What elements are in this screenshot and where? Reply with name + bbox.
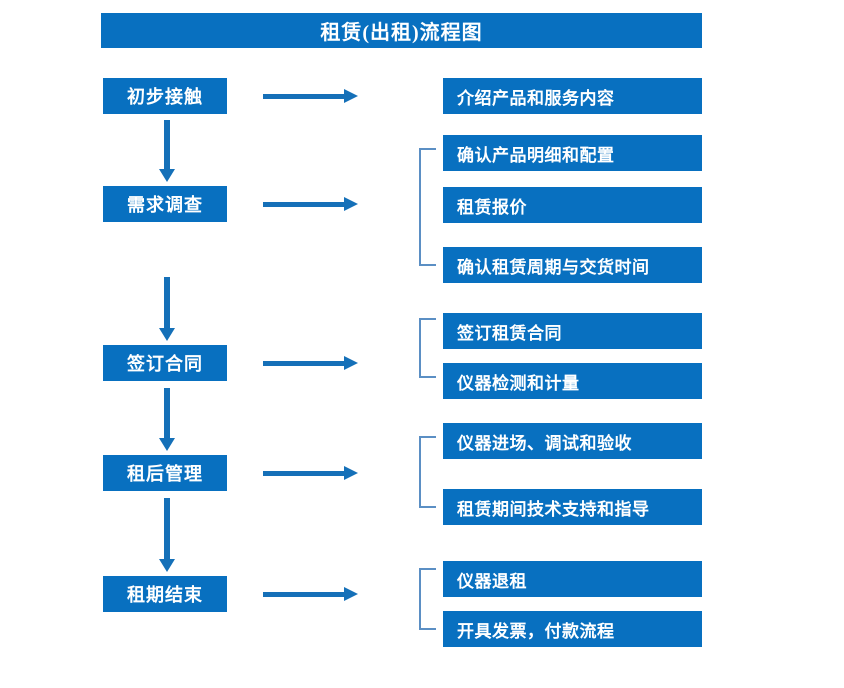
down-arrow-4-head: [159, 559, 175, 572]
right-arrow-3-shaft: [263, 361, 345, 366]
down-arrow-4-shaft: [164, 498, 170, 559]
right-arrow-4-head: [344, 466, 358, 480]
detail-box-10[interactable]: 开具发票，付款流程: [443, 611, 702, 647]
stage-box-5[interactable]: 租期结束: [103, 576, 227, 612]
right-arrow-4: [263, 465, 358, 481]
right-arrow-5-head: [344, 587, 358, 601]
right-arrow-5-shaft: [263, 592, 345, 597]
right-arrow-2: [263, 196, 358, 212]
stage-box-1[interactable]: 初步接触: [103, 78, 227, 114]
right-arrow-1: [263, 88, 358, 104]
group-bracket-1: [419, 148, 436, 266]
detail-box-7[interactable]: 仪器进场、调试和验收: [443, 423, 702, 459]
down-arrow-3-head: [159, 438, 175, 451]
down-arrow-2-head: [159, 328, 175, 341]
down-arrow-3: [159, 388, 175, 451]
detail-box-8[interactable]: 租赁期间技术支持和指导: [443, 489, 702, 525]
detail-box-1[interactable]: 介绍产品和服务内容: [443, 78, 702, 114]
down-arrow-1: [159, 120, 175, 182]
right-arrow-3: [263, 355, 358, 371]
stage-box-2[interactable]: 需求调查: [103, 186, 227, 222]
detail-box-6[interactable]: 仪器检测和计量: [443, 363, 702, 399]
right-arrow-1-shaft: [263, 94, 345, 99]
stage-box-4[interactable]: 租后管理: [103, 455, 227, 491]
right-arrow-3-head: [344, 356, 358, 370]
page-title: 租赁(出租)流程图: [101, 13, 702, 48]
right-arrow-4-shaft: [263, 471, 345, 476]
detail-box-2[interactable]: 确认产品明细和配置: [443, 135, 702, 171]
right-arrow-2-head: [344, 197, 358, 211]
down-arrow-2-shaft: [164, 277, 170, 328]
detail-box-3[interactable]: 租赁报价: [443, 187, 702, 223]
detail-box-4[interactable]: 确认租赁周期与交货时间: [443, 247, 702, 283]
detail-box-9[interactable]: 仪器退租: [443, 561, 702, 597]
right-arrow-2-shaft: [263, 202, 345, 207]
down-arrow-1-shaft: [164, 120, 170, 169]
down-arrow-2: [159, 277, 175, 341]
stage-box-3[interactable]: 签订合同: [103, 345, 227, 381]
down-arrow-1-head: [159, 169, 175, 182]
group-bracket-2: [419, 318, 436, 378]
down-arrow-4: [159, 498, 175, 572]
group-bracket-3: [419, 436, 436, 508]
down-arrow-3-shaft: [164, 388, 170, 438]
detail-box-5[interactable]: 签订租赁合同: [443, 313, 702, 349]
right-arrow-5: [263, 586, 358, 602]
right-arrow-1-head: [344, 89, 358, 103]
group-bracket-4: [419, 568, 436, 630]
